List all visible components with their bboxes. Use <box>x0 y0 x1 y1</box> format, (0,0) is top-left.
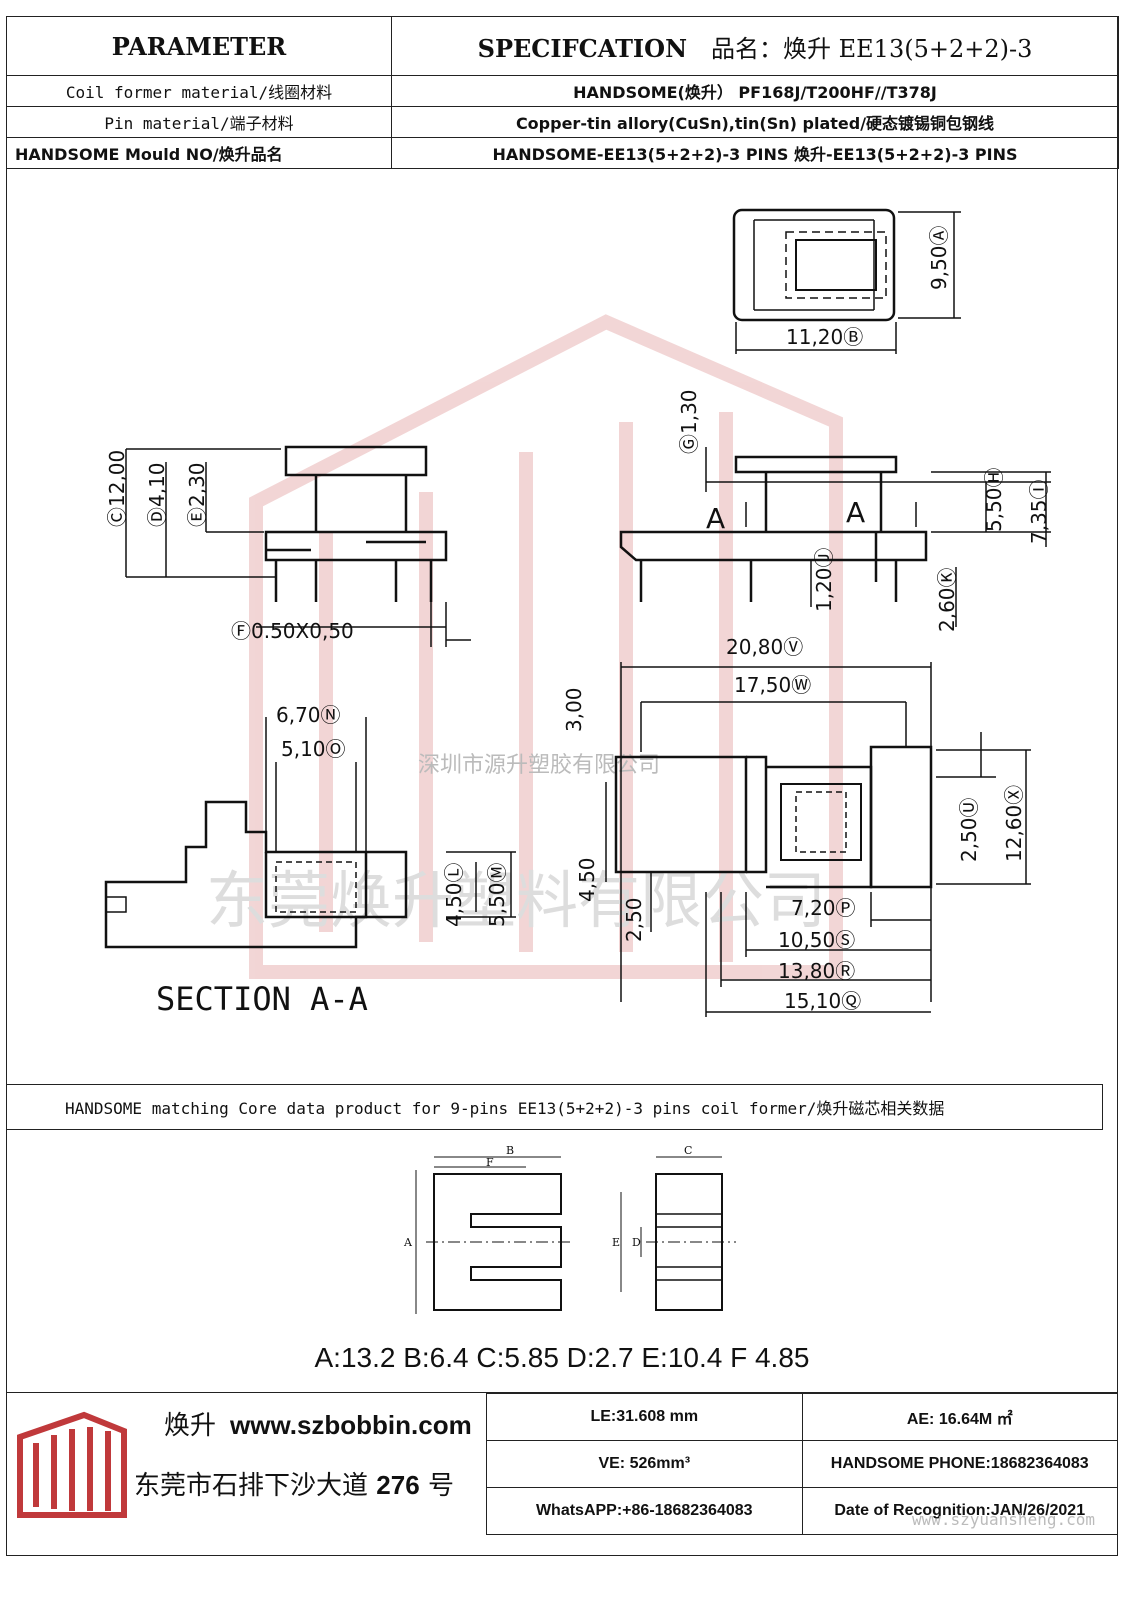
dim-j: 1,20Ⓙ <box>812 547 836 612</box>
core-drawing: B F C A E D <box>403 1144 736 1314</box>
core-data-title: HANDSOME matching Core data product for … <box>6 1084 1103 1130</box>
footer: 焕升 www.szbobbin.com 东莞市石排下沙大道 276 号 LE:31… <box>6 1392 1118 1557</box>
brand-line: 焕升 www.szbobbin.com <box>164 1405 472 1442</box>
le-value: LE:31.608 mm <box>486 1393 803 1441</box>
core-parameters-table: LE:31.608 mm AE: 16.64M ㎡ VE: 526mm³ HAN… <box>486 1393 1118 1535</box>
watermark-logo <box>249 314 843 979</box>
dim-f: Ⓕ0.50X0,50 <box>231 619 354 643</box>
side-view-top-flange <box>284 445 428 477</box>
whatsapp-value: WhatsAPP:+86-18682364083 <box>486 1487 803 1535</box>
dim-3-00: 3,00 <box>562 687 586 732</box>
dim-b: 11,20Ⓑ <box>786 325 863 349</box>
watermark-text-2: 东莞焕升塑料有限公司 <box>206 864 826 937</box>
dim-p: 7,20Ⓟ <box>791 896 856 920</box>
pin-material-value: Copper-tin allory(CuSn),tin(Sn) plated/硬… <box>391 106 1119 138</box>
spec-label: SPECIFCATION <box>477 33 688 63</box>
dim-s: 10,50Ⓢ <box>778 928 855 952</box>
pin-material-label: Pin material/端子材料 <box>6 106 392 138</box>
dim-i: 7,35Ⓘ <box>1027 479 1051 544</box>
dim-2-50: 2,50 <box>622 897 646 942</box>
dim-w: 17,50Ⓦ <box>734 673 811 697</box>
ae-value: AE: 16.64M ㎡ <box>801 1393 1118 1441</box>
recognition-date: Date of Recognition:JAN/26/2021 <box>801 1487 1118 1535</box>
dim-g: Ⓖ1,30 <box>677 389 701 454</box>
spec-table: PARAMETER SPECIFCATION 品名：焕升 EE13(5+2+2)-… <box>6 16 1119 169</box>
core-label-c: C <box>684 1144 692 1157</box>
dim-x: 12,60Ⓧ <box>1002 785 1026 862</box>
dim-c: Ⓒ12,00 <box>105 450 129 527</box>
ve-value: VE: 526mm³ <box>486 1440 803 1488</box>
mould-no-label: HANDSOME Mould NO/焕升品名 <box>6 137 392 169</box>
technical-drawing: 深圳市源升塑胶有限公司 东莞焕升塑料有限公司 <box>104 208 1051 1018</box>
spec-heading: SPECIFCATION 品名：焕升 EE13(5+2+2)-3 <box>391 16 1119 76</box>
core-label-d: D <box>632 1236 641 1249</box>
dim-m: 5,50Ⓜ <box>485 862 509 927</box>
address-suffix: 号 <box>427 1471 454 1501</box>
phone-value: HANDSOME PHONE:18682364083 <box>801 1440 1118 1488</box>
side-view-right-top <box>734 455 898 474</box>
watermark-url: www.szyuansheng.com <box>911 1510 1095 1529</box>
section-mark-right: A <box>846 496 865 529</box>
core-label-e: E <box>612 1236 620 1249</box>
product-name: 品名：焕升 EE13(5+2+2)-3 <box>711 34 1033 63</box>
mould-no-value: HANDSOME-EE13(5+2+2)-3 PINS 焕升-EE13(5+2+… <box>391 137 1119 169</box>
coil-material-label: Coil former material/线圈材料 <box>6 75 392 107</box>
dim-o: 5,10Ⓞ <box>281 737 346 761</box>
dim-k: 2,60Ⓚ <box>935 567 959 632</box>
address: 东莞市石排下沙大道 276 号 <box>134 1465 454 1502</box>
top-view-outline <box>732 208 896 322</box>
brand-cn: 焕升 <box>164 1411 217 1441</box>
dim-e: Ⓔ2,30 <box>185 462 209 527</box>
dim-q: 15,10Ⓠ <box>784 989 861 1013</box>
parameter-heading: PARAMETER <box>6 16 392 76</box>
dim-n: 6,70Ⓝ <box>276 703 341 727</box>
dim-v: 20,80Ⓥ <box>726 635 803 659</box>
core-data-values: A:13.2 B:6.4 C:5.85 D:2.7 E:10.4 F 4.85 <box>314 1342 810 1373</box>
core-label-b: B <box>506 1144 514 1157</box>
coil-material-value: HANDSOME(焕升） PF168J/T200HF//T378J <box>391 75 1119 107</box>
e-core-front <box>433 1173 562 1311</box>
core-label-f: F <box>486 1156 494 1169</box>
address-number: 276 <box>376 1470 420 1500</box>
website-link[interactable]: www.szbobbin.com <box>230 1410 472 1440</box>
dim-4-50: 4,50 <box>575 857 599 902</box>
dim-u: 2,50Ⓤ <box>957 797 981 862</box>
dim-l: 4,50Ⓛ <box>442 862 466 927</box>
dim-h: 5,50Ⓗ <box>982 467 1006 532</box>
core-label-a: A <box>403 1236 413 1249</box>
dim-r: 13,80Ⓡ <box>778 959 855 983</box>
handsome-logo-icon <box>17 1411 127 1518</box>
dim-a: 9,50Ⓐ <box>927 225 951 290</box>
section-mark-left: A <box>706 502 725 535</box>
address-cn: 东莞市石排下沙大道 <box>134 1471 369 1501</box>
dim-d: Ⓓ4,10 <box>145 462 169 527</box>
section-aa-label: SECTION A-A <box>156 980 368 1018</box>
